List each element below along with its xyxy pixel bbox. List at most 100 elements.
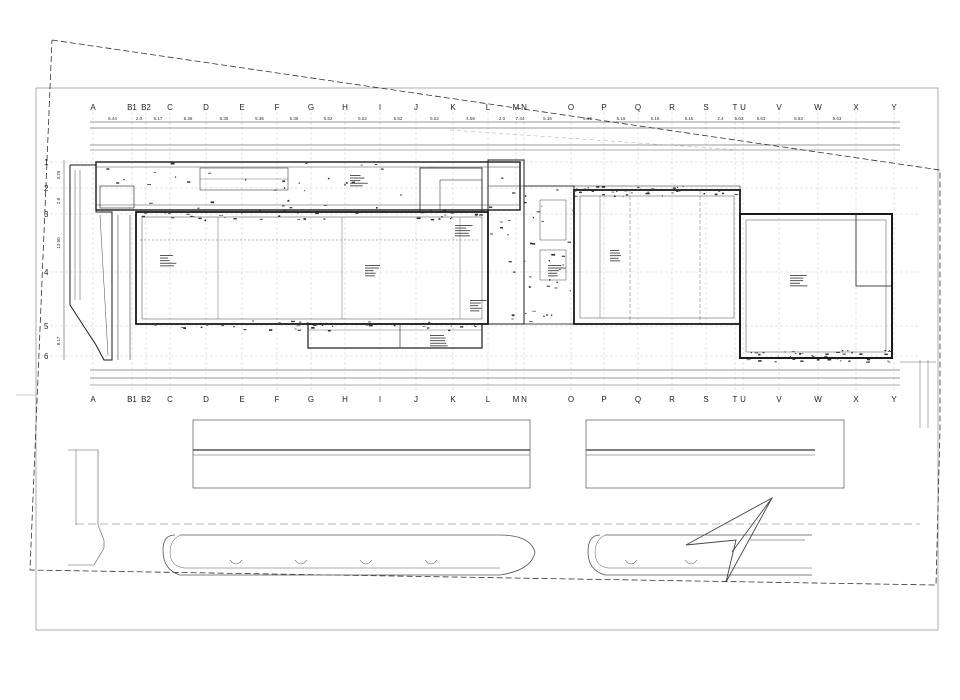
- annotation-mark: [282, 205, 285, 207]
- grid-label-J: J: [414, 103, 418, 112]
- site-boundary-dashed: [29, 39, 941, 586]
- annotation-mark: [208, 172, 212, 174]
- room-tag-mark: [455, 227, 467, 229]
- dimension-label: 6.44: [108, 116, 117, 121]
- annotation-mark: [448, 323, 451, 325]
- annotation-mark: [777, 355, 779, 357]
- room-tag-mark: [455, 230, 470, 232]
- room-tag-mark: [365, 275, 375, 277]
- annotation-mark: [365, 323, 369, 326]
- dimension-label: 5.52: [394, 116, 403, 121]
- annotation-mark: [438, 218, 441, 220]
- room-tag-mark: [548, 267, 566, 269]
- annotation-mark: [323, 218, 326, 220]
- annotation-mark: [512, 271, 516, 273]
- dimension-label: 4.58: [466, 116, 475, 121]
- annotation-mark: [616, 190, 618, 192]
- room-tag-mark: [548, 275, 558, 277]
- annotation-mark: [282, 180, 285, 183]
- room-tag-mark: [365, 267, 379, 269]
- annotation-mark: [556, 189, 559, 191]
- annotation-mark: [836, 351, 840, 353]
- annotation-mark: [501, 177, 504, 179]
- annotation-mark: [291, 320, 295, 323]
- grid-label-L: L: [486, 103, 491, 112]
- room-tag-mark: [365, 265, 381, 266]
- annotation-mark: [345, 182, 348, 184]
- annotation-mark: [508, 261, 512, 263]
- grid-label-G: G: [308, 395, 314, 404]
- room-tag-mark: [610, 260, 620, 262]
- annotation-mark: [210, 201, 215, 204]
- annotation-mark: [551, 253, 556, 256]
- annotation-mark: [389, 211, 394, 213]
- side-dimension-label: 2.8: [56, 197, 61, 204]
- annotation-mark: [811, 355, 814, 357]
- annotation-mark: [718, 190, 721, 192]
- annotation-mark: [296, 325, 301, 327]
- annotation-mark: [283, 187, 286, 189]
- grid-label-D: D: [203, 103, 209, 112]
- annotation-mark: [351, 181, 355, 184]
- annotation-mark: [123, 179, 125, 181]
- annotation-mark: [637, 186, 640, 188]
- annotation-mark: [420, 212, 425, 214]
- annotation-mark: [784, 351, 786, 353]
- annotation-mark: [587, 187, 589, 189]
- room-tag-mark: [430, 337, 446, 339]
- annotation-mark: [824, 356, 828, 358]
- annotation-mark: [774, 361, 777, 363]
- annotation-mark: [543, 315, 545, 317]
- grid-label-R: R: [669, 103, 675, 112]
- annotation-mark: [811, 356, 815, 358]
- annotation-mark: [164, 212, 166, 214]
- grid-label-P: P: [601, 395, 606, 404]
- annotation-mark: [714, 193, 718, 196]
- annotation-mark: [374, 164, 378, 165]
- grid-row-label-4: 4: [44, 268, 49, 277]
- annotation-mark: [393, 324, 396, 327]
- annotation-mark: [245, 178, 247, 181]
- room-tag-mark: [790, 277, 804, 279]
- annotation-mark: [531, 243, 536, 245]
- grid-label-S: S: [703, 103, 708, 112]
- grid-label-C: C: [167, 395, 173, 404]
- north-arrow-icon: [685, 496, 805, 583]
- room-tag-mark: [160, 255, 173, 256]
- dimension-label: 5.16: [583, 116, 592, 121]
- annotation-mark: [297, 212, 299, 214]
- grid-label-L: L: [486, 395, 491, 404]
- annotation-mark: [536, 211, 541, 213]
- annotation-mark: [529, 276, 532, 278]
- annotation-mark: [422, 326, 426, 327]
- annotation-mark: [200, 326, 203, 329]
- site-edge-right: [900, 360, 936, 428]
- annotation-mark: [331, 325, 334, 327]
- annotation-mark: [209, 211, 211, 213]
- grid-label-O: O: [568, 395, 574, 404]
- annotation-mark: [794, 353, 797, 354]
- annotation-mark: [676, 187, 679, 188]
- annotation-mark: [671, 192, 674, 194]
- building-footprint: [69, 159, 893, 361]
- annotation-mark: [303, 218, 307, 220]
- grid-label-B2: B2: [141, 395, 151, 404]
- room-tag-mark: [160, 265, 174, 267]
- annotation-mark: [546, 285, 551, 287]
- annotation-mark: [278, 322, 281, 323]
- grid-label-G: G: [308, 103, 314, 112]
- room-tag-mark: [430, 340, 446, 342]
- annotation-mark: [224, 217, 226, 219]
- annotation-mark: [323, 204, 328, 206]
- annotation-mark: [754, 352, 759, 354]
- annotation-mark: [106, 168, 110, 170]
- annotation-mark: [591, 191, 595, 192]
- annotation-mark: [676, 190, 679, 192]
- annotation-mark: [380, 168, 384, 170]
- annotation-mark: [559, 268, 561, 271]
- room-tag-mark: [430, 345, 448, 347]
- annotation-mark: [624, 189, 628, 192]
- grid-label-Y: Y: [891, 103, 897, 112]
